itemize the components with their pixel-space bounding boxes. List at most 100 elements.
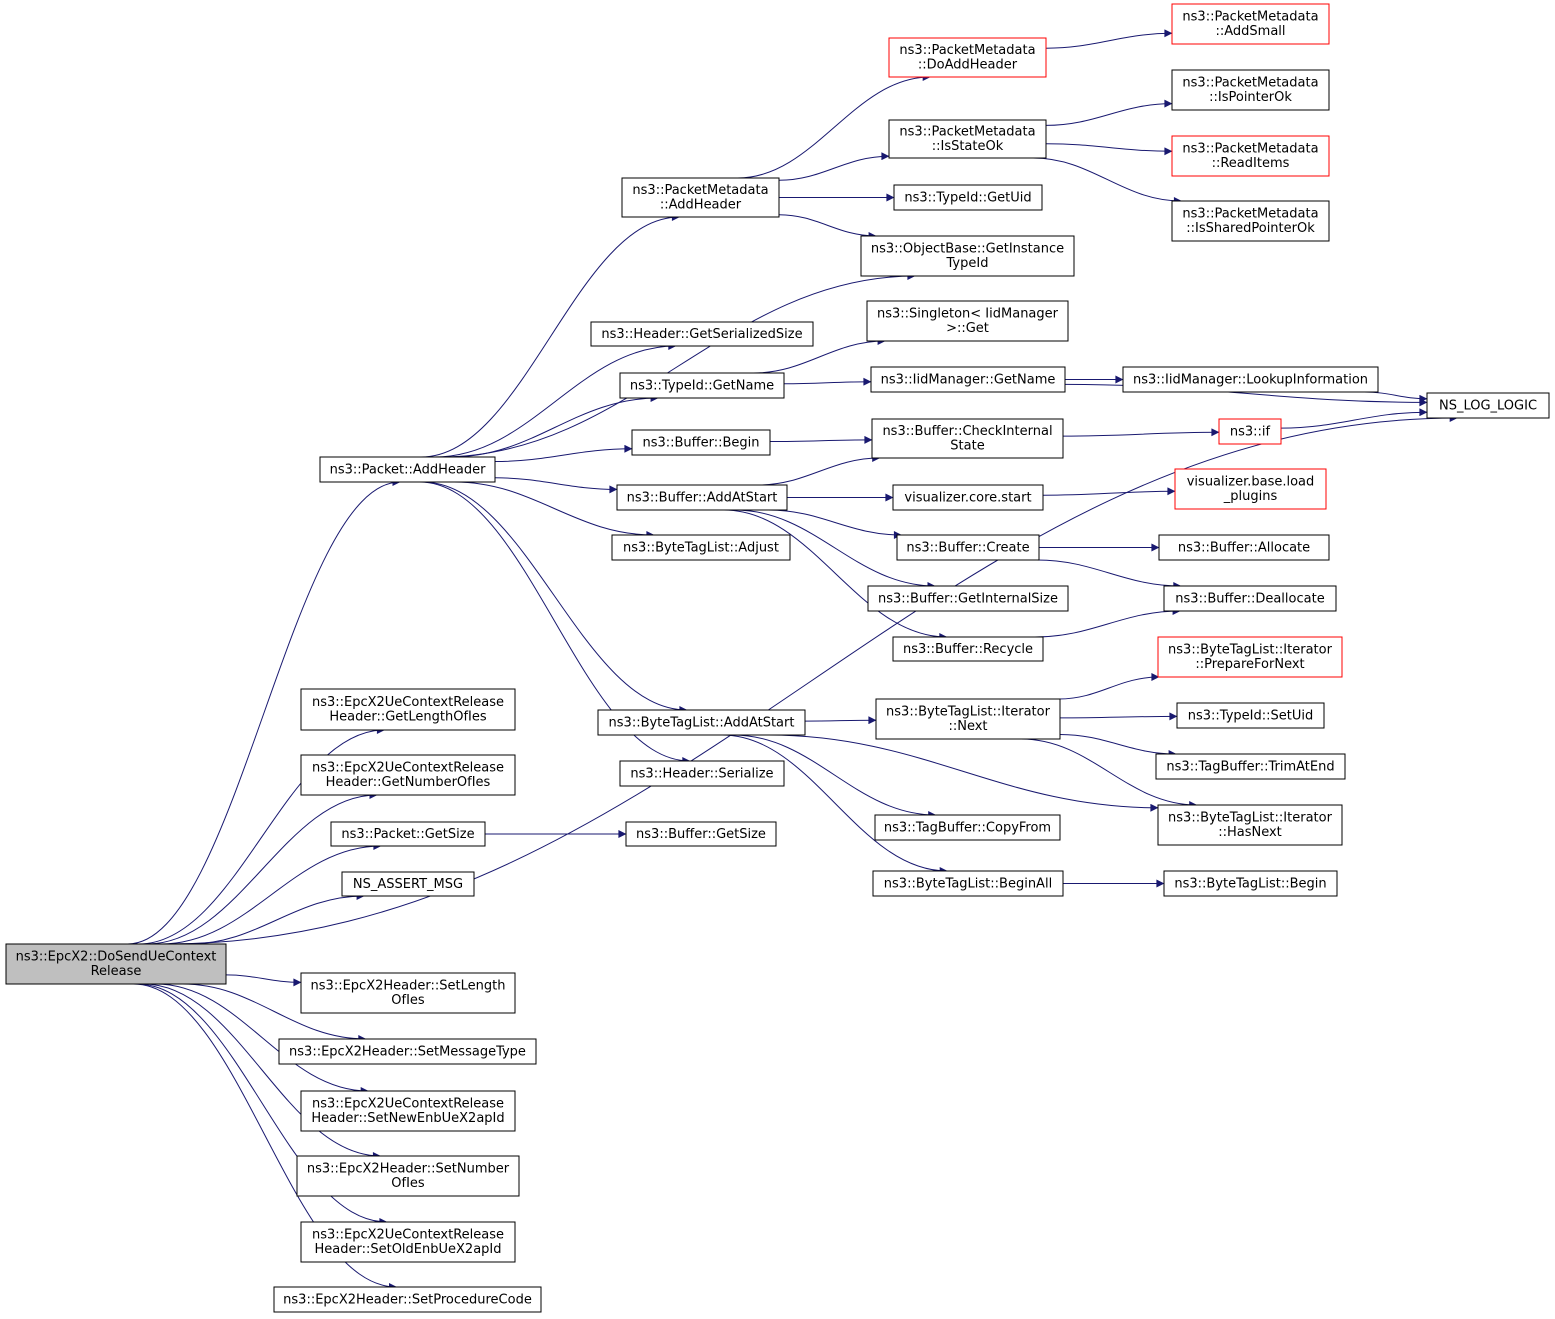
node-btlBeginAll[interactable]: ns3::ByteTagList::BeginAll — [872, 870, 1064, 897]
node-box[interactable] — [1157, 636, 1343, 678]
node-nsAssertMsg[interactable]: NS_ASSERT_MSG — [341, 871, 475, 897]
node-box[interactable] — [888, 37, 1047, 78]
node-pmDoAddHeader[interactable]: ns3::PacketMetadata::DoAddHeader — [888, 37, 1047, 78]
node-box[interactable] — [870, 366, 1066, 393]
node-typeIdGetUid[interactable]: ns3::TypeId::GetUid — [893, 184, 1043, 211]
node-bufferCreate[interactable]: ns3::Buffer::Create — [896, 534, 1040, 561]
node-btlAdjust[interactable]: ns3::ByteTagList::Adjust — [611, 534, 791, 561]
node-box[interactable] — [866, 300, 1069, 342]
node-btlIterNext[interactable]: ns3::ByteTagList::Iterator::Next — [875, 698, 1061, 740]
node-setOldEnb[interactable]: ns3::EpcX2UeContextReleaseHeader::SetOld… — [300, 1221, 516, 1263]
node-box[interactable] — [1171, 200, 1330, 242]
node-box[interactable] — [896, 534, 1040, 561]
node-box[interactable] — [1218, 418, 1282, 445]
node-box[interactable] — [5, 943, 227, 985]
node-pmAddHeader[interactable]: ns3::PacketMetadata::AddHeader — [621, 177, 780, 218]
node-box[interactable] — [871, 418, 1064, 459]
node-bufferDeallocate[interactable]: ns3::Buffer::Deallocate — [1163, 585, 1337, 612]
node-vizLoadPlugins[interactable]: visualizer.base.load_plugins — [1174, 468, 1327, 510]
node-setNewEnb[interactable]: ns3::EpcX2UeContextReleaseHeader::SetNew… — [300, 1090, 516, 1132]
node-box[interactable] — [616, 484, 788, 511]
node-vizCoreStart[interactable]: visualizer.core.start — [892, 484, 1044, 511]
node-bufferAllocate[interactable]: ns3::Buffer::Allocate — [1158, 534, 1330, 561]
node-box[interactable] — [867, 585, 1069, 612]
node-box[interactable] — [1163, 585, 1337, 612]
node-box[interactable] — [273, 1286, 542, 1313]
node-bufferRecycle[interactable]: ns3::Buffer::Recycle — [892, 636, 1044, 662]
node-box[interactable] — [1155, 753, 1346, 780]
node-nsIf[interactable]: ns3::if — [1218, 418, 1282, 445]
node-setProcedureCode[interactable]: ns3::EpcX2Header::SetProcedureCode — [273, 1286, 542, 1313]
node-bufferGetSize[interactable]: ns3::Buffer::GetSize — [625, 821, 777, 847]
node-box[interactable] — [625, 821, 777, 847]
node-box[interactable] — [619, 372, 785, 399]
node-box[interactable] — [597, 709, 806, 736]
node-box[interactable] — [330, 821, 486, 847]
node-typeIdSetUid[interactable]: ns3::TypeId::SetUid — [1176, 702, 1325, 729]
node-pmAddSmall[interactable]: ns3::PacketMetadata::AddSmall — [1171, 3, 1330, 45]
node-box[interactable] — [611, 534, 791, 561]
node-box[interactable] — [278, 1038, 537, 1065]
node-box[interactable] — [1176, 702, 1325, 729]
node-typeIdGetName[interactable]: ns3::TypeId::GetName — [619, 372, 785, 399]
node-box[interactable] — [893, 184, 1043, 211]
node-getNumberOfIes[interactable]: ns3::EpcX2UeContextReleaseHeader::GetNum… — [300, 754, 516, 796]
node-box[interactable] — [296, 1155, 520, 1197]
node-pmIsPointerOk[interactable]: ns3::PacketMetadata::IsPointerOk — [1171, 69, 1330, 111]
node-getLengthOfIes[interactable]: ns3::EpcX2UeContextReleaseHeader::GetLen… — [300, 688, 516, 731]
node-box[interactable] — [619, 760, 785, 787]
node-packetGetSize[interactable]: ns3::Packet::GetSize — [330, 821, 486, 847]
node-box[interactable] — [874, 814, 1061, 841]
node-box[interactable] — [590, 321, 814, 347]
node-box[interactable] — [875, 698, 1061, 740]
node-bufferBegin[interactable]: ns3::Buffer::Begin — [631, 429, 771, 456]
node-iidGetName[interactable]: ns3::IidManager::GetName — [870, 366, 1066, 393]
node-box[interactable] — [631, 429, 771, 456]
node-bufferAddAtStart[interactable]: ns3::Buffer::AddAtStart — [616, 484, 788, 511]
node-pmIsSharedPointerOk[interactable]: ns3::PacketMetadata::IsSharedPointerOk — [1171, 200, 1330, 242]
node-addHeader[interactable]: ns3::Packet::AddHeader — [319, 456, 496, 483]
node-iidLookupInformation[interactable]: ns3::IidManager::LookupInformation — [1122, 366, 1379, 393]
node-btlIterHasNext[interactable]: ns3::ByteTagList::Iterator::HasNext — [1157, 804, 1343, 846]
node-btlAddAtStart[interactable]: ns3::ByteTagList::AddAtStart — [597, 709, 806, 736]
node-singletonGet[interactable]: ns3::Singleton< IidManager>::Get — [866, 300, 1069, 342]
node-box[interactable] — [300, 754, 516, 796]
node-box[interactable] — [872, 870, 1064, 897]
node-box[interactable] — [1174, 468, 1327, 510]
node-box[interactable] — [892, 636, 1044, 662]
node-box[interactable] — [1171, 3, 1330, 45]
node-box[interactable] — [892, 484, 1044, 511]
node-box[interactable] — [1157, 804, 1343, 846]
node-box[interactable] — [341, 871, 475, 897]
node-btlBegin[interactable]: ns3::ByteTagList::Begin — [1163, 870, 1338, 897]
node-box[interactable] — [300, 688, 516, 731]
node-box[interactable] — [1163, 870, 1338, 897]
node-box[interactable] — [1426, 392, 1550, 419]
node-box[interactable] — [1171, 69, 1330, 111]
node-box[interactable] — [319, 456, 496, 483]
node-tagBufCopyFrom[interactable]: ns3::TagBuffer::CopyFrom — [874, 814, 1061, 841]
node-box[interactable] — [1171, 135, 1330, 177]
node-pmIsStateOk[interactable]: ns3::PacketMetadata::IsStateOk — [888, 119, 1047, 159]
node-setMessageType[interactable]: ns3::EpcX2Header::SetMessageType — [278, 1038, 537, 1065]
node-bufferGetInternalSize[interactable]: ns3::Buffer::GetInternalSize — [867, 585, 1069, 612]
node-box[interactable] — [621, 177, 780, 218]
node-box[interactable] — [300, 972, 516, 1014]
node-box[interactable] — [300, 1090, 516, 1132]
node-hdrGetSerializedSize[interactable]: ns3::Header::GetSerializedSize — [590, 321, 814, 347]
node-box[interactable] — [1122, 366, 1379, 393]
node-box[interactable] — [888, 119, 1047, 159]
node-box[interactable] — [1158, 534, 1330, 561]
node-hdrSerialize[interactable]: ns3::Header::Serialize — [619, 760, 785, 787]
node-btlIterPrepareForNext[interactable]: ns3::ByteTagList::Iterator::PrepareForNe… — [1157, 636, 1343, 678]
node-box[interactable] — [860, 235, 1075, 277]
node-box[interactable] — [300, 1221, 516, 1263]
node-pmReadItems[interactable]: ns3::PacketMetadata::ReadItems — [1171, 135, 1330, 177]
node-nsLogLogic[interactable]: NS_LOG_LOGIC — [1426, 392, 1550, 419]
node-tagBufTrimAtEnd[interactable]: ns3::TagBuffer::TrimAtEnd — [1155, 753, 1346, 780]
